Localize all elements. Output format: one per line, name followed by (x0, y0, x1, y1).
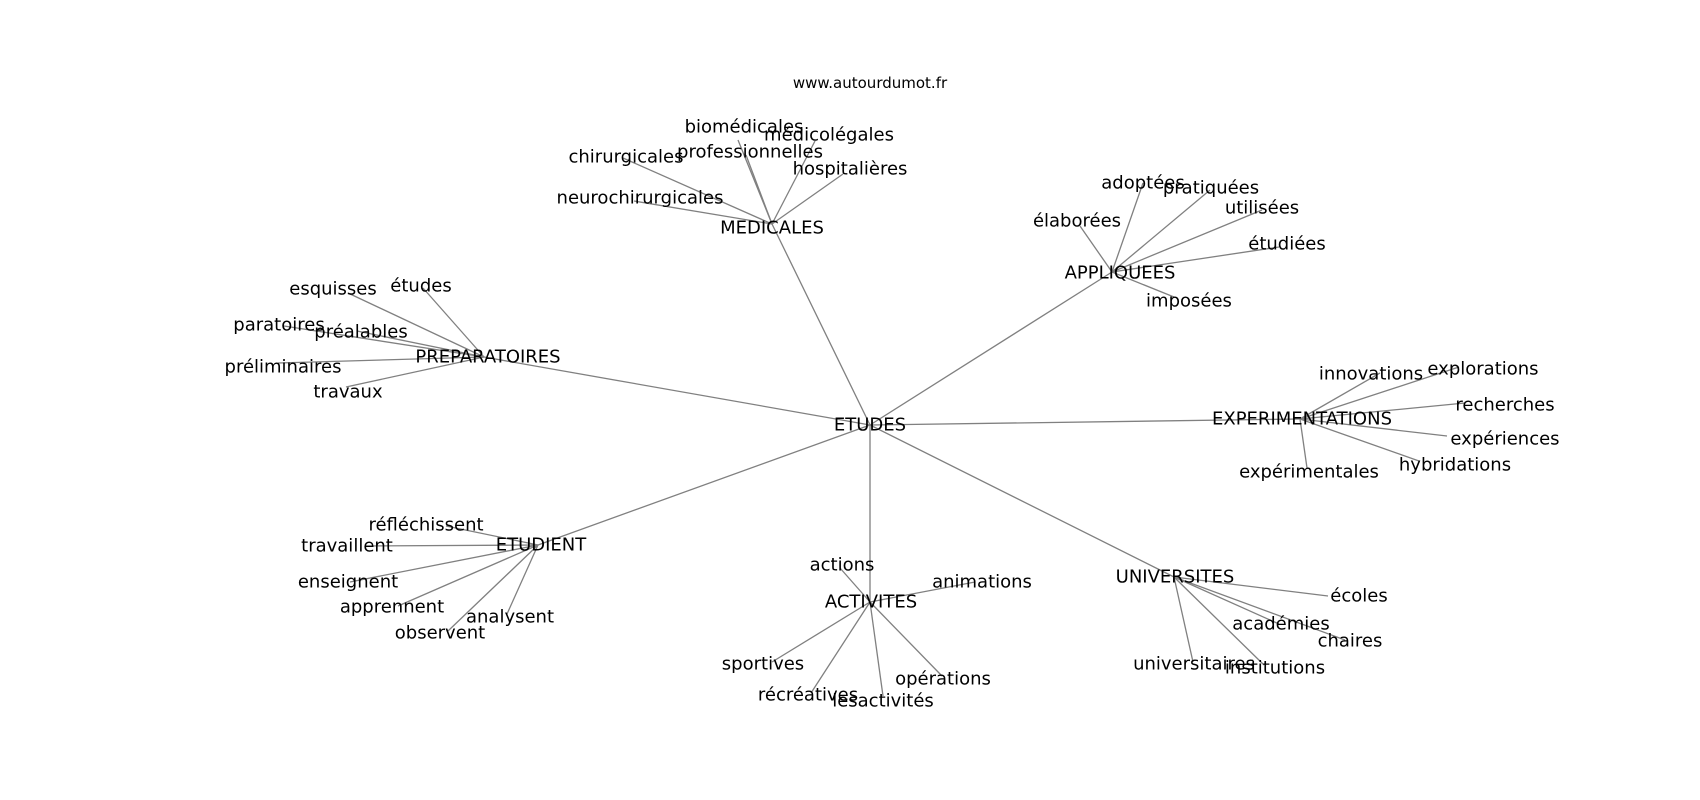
edge-universites-academies (1173, 576, 1280, 625)
edge-universites-chaires (1173, 576, 1346, 641)
node-leaf-reflechissent: réfléchissent (368, 515, 483, 536)
edge-preparatoires-paratoires (283, 325, 485, 358)
node-leaf-actions: actions (810, 555, 875, 576)
edge-experimentations-experimentales (1299, 418, 1308, 469)
edge-activites-recreatives (810, 601, 871, 694)
node-leaf-analysent: analysent (466, 607, 554, 628)
edge-appliquees-elaborees (1079, 225, 1113, 273)
node-leaf-innovations: innovations (1319, 364, 1423, 385)
label-layer: ETUDES MEDICALES biomédicalesmédicolégales… (225, 117, 1560, 712)
node-leaf-observent: observent (395, 623, 485, 644)
edge-medicales-professionnelles (745, 154, 773, 225)
node-leaf-utilisees: utilisées (1225, 198, 1299, 219)
node-leaf-apprennent: apprennent (340, 597, 444, 618)
edge-activites-actions (839, 567, 871, 603)
node-leaf-experimentales: expérimentales (1239, 462, 1379, 483)
watermark-text: www.autourdumot.fr (793, 74, 948, 92)
node-leaf-elaborees: élaborées (1033, 211, 1121, 232)
edge-preparatoires-esquisses (347, 292, 485, 358)
edge-experimentations-hybridations (1299, 418, 1420, 462)
edge-appliquees-utilisees (1111, 209, 1263, 273)
edge-appliquees-adoptees (1111, 182, 1144, 273)
edge-medicales-medicolegales (771, 140, 816, 225)
node-leaf-etudes: études (390, 276, 451, 297)
node-leaf-paratoires: paratoires (233, 315, 324, 336)
edge-activites-operations (869, 601, 943, 677)
node-leaf-preliminaires: préliminaires (225, 357, 342, 378)
node-leaf-imposees: imposées (1146, 291, 1232, 312)
node-leaf-academies: académies (1232, 614, 1329, 635)
node-hub-preparatoires: PREPARATOIRES (415, 347, 560, 368)
node-leaf-adoptees: adoptées (1101, 173, 1184, 194)
node-leaf-professionnelles: professionnelles (677, 142, 823, 163)
edge-preparatoires-etudes (422, 287, 485, 358)
node-center-etudes: ETUDES (834, 415, 906, 436)
node-hub-etudient: ETUDIENT (496, 535, 588, 556)
edge-universites-ecoles (1173, 576, 1329, 597)
edge-activites-animations (869, 581, 976, 603)
node-leaf-esquisses: esquisses (289, 279, 377, 300)
edge-experimentations-recherches (1299, 402, 1466, 420)
node-leaf-chirurgicales: chirurgicales (568, 147, 683, 168)
edge-center-appliquees (869, 271, 1113, 426)
edge-center-universites (869, 424, 1175, 578)
edge-experimentations-experiences (1299, 418, 1448, 437)
node-leaf-pratiquees: pratiquées (1163, 178, 1259, 199)
edge-experimentations-explorations (1299, 366, 1460, 420)
node-leaf-prealables: préalables (314, 322, 407, 343)
node-leaf-explorations: explorations (1427, 359, 1538, 380)
edge-experimentations-innovations (1299, 372, 1381, 420)
node-leaf-chaires: chaires (1318, 631, 1383, 652)
node-leaf-animations: animations (932, 572, 1032, 593)
edge-layer (277, 139, 1466, 697)
edge-etudient-enseignent (349, 544, 539, 583)
edge-preparatoires-prealables (356, 330, 485, 358)
node-hub-universites: UNIVERSITES (1116, 567, 1235, 588)
edge-etudient-observent (447, 544, 539, 632)
edge-appliquees-pratiquees (1111, 189, 1211, 273)
edge-medicales-neurochirurgicales (633, 200, 773, 225)
edge-appliquees-imposees (1111, 271, 1175, 298)
node-hub-experimentations: EXPERIMENTATIONS (1212, 409, 1392, 430)
node-leaf-lesactivites: lesactivités (832, 691, 934, 712)
node-leaf-etudiees: étudiées (1248, 234, 1326, 255)
node-leaf-recherches: recherches (1455, 395, 1554, 416)
node-leaf-hybridations: hybridations (1399, 455, 1511, 476)
node-leaf-institutions: institutions (1225, 658, 1325, 679)
node-hub-appliquees: APPLIQUEES (1065, 263, 1176, 284)
node-leaf-recreatives: récréatives (758, 685, 858, 706)
node-hub-activites: ACTIVITES (825, 592, 917, 613)
node-leaf-ecoles: écoles (1330, 586, 1387, 607)
node-leaf-biomedicales: biomédicales (685, 117, 804, 138)
edge-center-etudient (537, 424, 871, 546)
edge-activites-sportives (771, 601, 871, 663)
node-leaf-sportives: sportives (722, 654, 804, 675)
edge-medicales-hospitalieres (771, 173, 844, 225)
edge-preparatoires-preliminaires (277, 356, 485, 364)
edge-center-experimentations (869, 418, 1301, 426)
edge-appliquees-etudiees (1111, 246, 1280, 273)
node-leaf-enseignent: enseignent (298, 572, 398, 593)
node-leaf-neurochirurgicales: neurochirurgicales (557, 188, 724, 209)
edge-center-preparatoires (483, 356, 871, 426)
node-leaf-hospitalieres: hospitalières (793, 159, 908, 180)
node-leaf-travaillent: travaillent (301, 536, 393, 557)
edge-preparatoires-travaux (345, 356, 485, 388)
node-leaf-travaux: travaux (313, 382, 383, 403)
node-leaf-experiences: expériences (1450, 429, 1559, 450)
edge-universites-universitaires (1173, 576, 1194, 663)
edge-medicales-chirurgicales (622, 157, 773, 225)
node-hub-medicales: MEDICALES (720, 218, 824, 239)
edge-etudient-travaillent (364, 544, 539, 547)
node-leaf-medicolegales: médicolégales (764, 125, 894, 146)
node-leaf-universitaires: universitaires (1133, 654, 1255, 675)
edge-etudient-apprennent (397, 544, 539, 607)
edge-etudient-analysent (506, 544, 539, 615)
edge-activites-lesactivites (869, 601, 884, 697)
edge-etudient-reflechissent (445, 525, 539, 546)
node-leaf-operations: opérations (895, 669, 991, 690)
edge-center-medicales (771, 223, 871, 426)
edge-universites-institutions (1173, 576, 1265, 666)
